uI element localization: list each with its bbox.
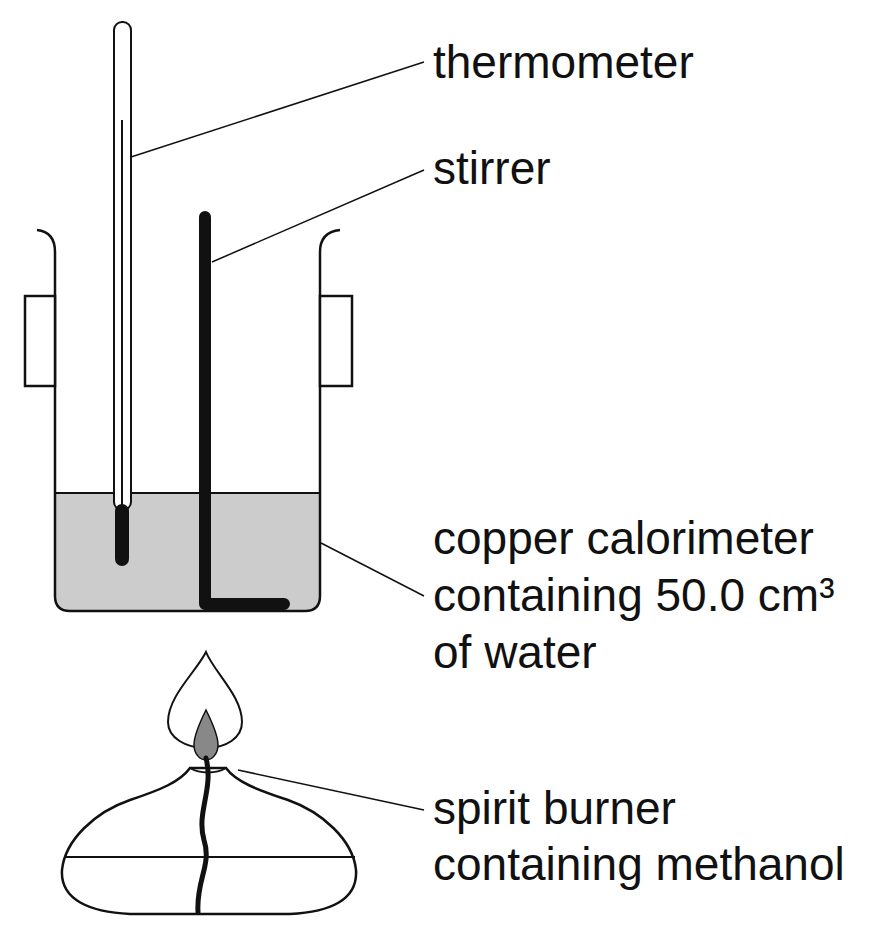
burner-label: spirit burner containing methanol bbox=[433, 780, 858, 892]
wick bbox=[198, 758, 208, 912]
copper-calorimeter bbox=[37, 230, 340, 611]
calorimeter-label: copper calorimeter containing 50.0 cm³ o… bbox=[433, 510, 858, 681]
leader-line bbox=[212, 170, 424, 262]
stirrer-label: stirrer bbox=[433, 140, 873, 196]
water-surface bbox=[56, 492, 319, 494]
methanol-level bbox=[64, 856, 355, 858]
thermometer-capillary bbox=[121, 120, 123, 505]
thermometer-label: thermometer bbox=[433, 34, 873, 90]
leader-line bbox=[238, 770, 424, 810]
water bbox=[56, 493, 319, 611]
stirrer bbox=[205, 217, 284, 604]
thermometer-tube bbox=[114, 22, 131, 510]
thermometer-bulb bbox=[115, 504, 129, 566]
leader-line bbox=[131, 62, 424, 157]
calorimeter-handle bbox=[25, 296, 55, 386]
calorimeter-handle bbox=[320, 296, 352, 386]
leader-line bbox=[321, 543, 424, 596]
inner-flame bbox=[194, 710, 218, 760]
